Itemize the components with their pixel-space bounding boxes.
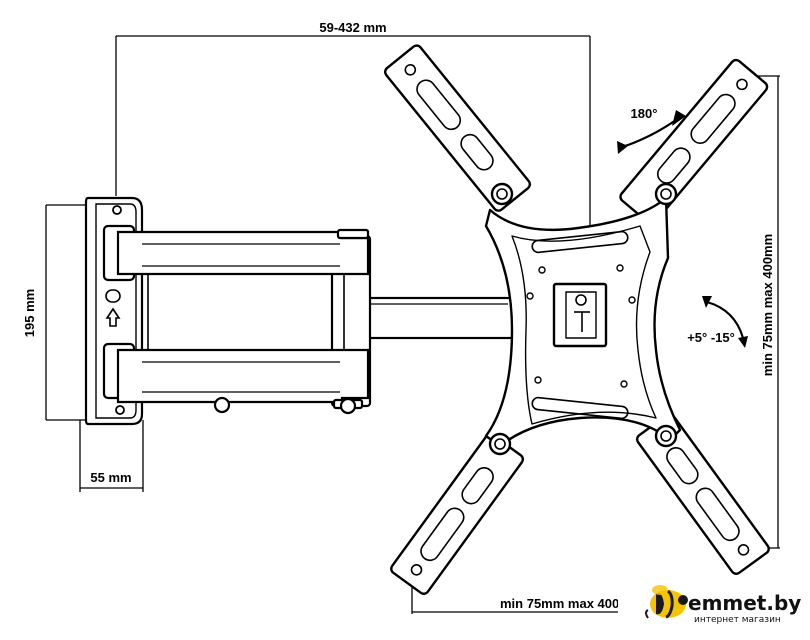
swing-arms [116,228,516,415]
dimension-tilt: +5° -15° [687,330,735,345]
watermark-tagline: интернет магазин [694,615,781,625]
tilt-arrow-icon [702,296,748,348]
up-arrow-icon [105,307,121,327]
dimension-rotation: 180° [631,106,658,121]
dimension-vesa-horizontal: min 75mm max 400 [500,596,619,611]
emmet-logo: emmet.by интернет магазин [618,578,810,640]
watermark-brand: emmet.by [688,591,801,615]
dimension-vesa-vertical: min 75mm max 400mm [760,234,775,376]
bee-icon [645,585,688,619]
dimension-plate-depth: 55 mm [90,470,131,485]
vesa-bracket [383,44,770,595]
dimension-arm-extension: 59-432 mm [319,20,386,35]
rotation-arrow-icon [617,110,686,154]
dimension-plate-height: 195 mm [22,289,37,337]
